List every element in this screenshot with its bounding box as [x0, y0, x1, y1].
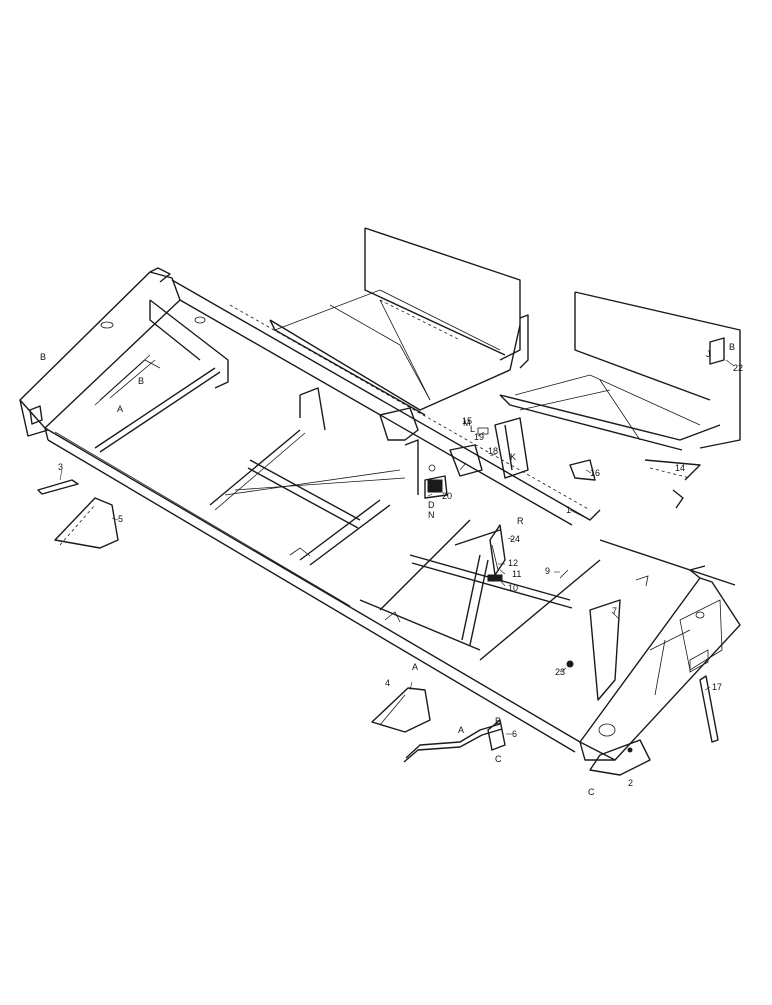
callout-1: 1	[566, 505, 571, 515]
right-end-panel	[579, 565, 741, 776]
letter-b-inner: B	[138, 376, 144, 386]
letter-j: J	[706, 349, 711, 359]
reference-letters: B B A J B M L K D N R A A B C C	[40, 342, 735, 797]
letter-k: K	[510, 452, 516, 462]
callout-18: 18	[488, 446, 498, 456]
callout-23: 23	[555, 667, 565, 677]
leader-lines	[59, 359, 735, 735]
letter-l: L	[470, 424, 475, 434]
letter-n: N	[428, 510, 435, 520]
callout-2: 2	[628, 778, 633, 788]
letter-m: M	[463, 418, 471, 428]
callout-16: 16	[590, 468, 600, 478]
letter-r: R	[517, 516, 524, 526]
callout-5: 5	[118, 514, 123, 524]
letter-d: D	[428, 500, 435, 510]
letter-c-part2: C	[588, 787, 595, 797]
callout-22: 22	[733, 363, 743, 373]
cross-members	[94, 367, 601, 661]
loose-parts-left	[37, 479, 506, 763]
callout-11: 11	[512, 569, 521, 579]
letter-b-part6: B	[495, 716, 501, 726]
callout-9: 9	[545, 566, 550, 576]
callout-20: 20	[442, 491, 452, 501]
part-callouts: 1 2 3 4 5 6 7 9 10 11 12 14 15 16 17 18 …	[58, 363, 743, 788]
callout-7: 7	[612, 606, 617, 616]
upper-shelf-right	[499, 291, 741, 481]
callout-3: 3	[58, 462, 63, 472]
callout-12: 12	[508, 558, 518, 568]
callout-24: 24	[510, 534, 520, 544]
callout-10: 10	[508, 583, 518, 593]
callout-14: 14	[675, 463, 685, 473]
callout-19: 19	[474, 432, 484, 442]
left-end-panel	[19, 267, 229, 441]
callout-4: 4	[385, 678, 390, 688]
callout-6: 6	[512, 729, 517, 739]
letter-c-part6: C	[495, 754, 502, 764]
letter-b-left: B	[40, 352, 46, 362]
letter-b-right: B	[729, 342, 735, 352]
center-brackets	[379, 337, 725, 743]
upper-shelf-left	[269, 227, 529, 416]
letter-a-inner: A	[117, 404, 123, 414]
callout-15: 15	[462, 416, 472, 426]
letter-a-part6: A	[458, 725, 464, 735]
letter-a-part4: A	[412, 662, 418, 672]
callout-17: 17	[712, 682, 722, 692]
